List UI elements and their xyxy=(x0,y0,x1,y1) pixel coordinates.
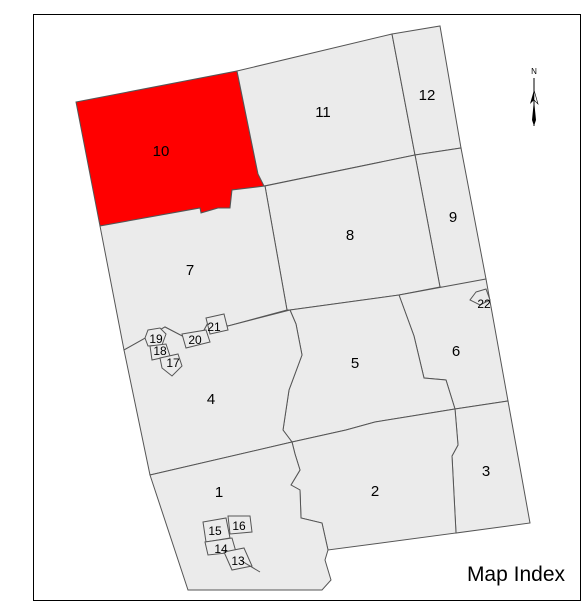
tile-16[interactable] xyxy=(227,515,253,535)
north-arrow-label: N xyxy=(531,67,537,76)
tile-label-17: 17 xyxy=(166,356,180,370)
tile-20[interactable] xyxy=(181,329,211,349)
tile-21[interactable] xyxy=(205,313,229,335)
map-title: Map Index xyxy=(466,563,565,586)
tile-label-11: 11 xyxy=(315,104,331,121)
tile-label-4: 4 xyxy=(207,391,215,408)
tile-label-9: 9 xyxy=(449,209,457,226)
road-line xyxy=(239,559,261,573)
tile-labels: 10 11 12 9 8 7 6 5 4 3 2 1 xyxy=(153,87,491,501)
tile-label-20: 20 xyxy=(188,333,202,347)
tile-label-21: 21 xyxy=(207,320,221,334)
tile-label-1: 1 xyxy=(215,484,223,501)
tile-label-22: 22 xyxy=(477,297,491,311)
tile-17[interactable] xyxy=(159,353,183,377)
tile-22[interactable] xyxy=(469,288,491,306)
tile-label-15: 15 xyxy=(208,524,222,538)
tile-label-19: 19 xyxy=(149,332,163,346)
tile-label-7: 7 xyxy=(186,262,194,279)
small-tiles-lower xyxy=(202,515,261,573)
small-tile-labels: 19 18 17 20 21 22 15 16 14 13 xyxy=(149,297,491,568)
tile-13[interactable] xyxy=(223,547,253,571)
tile-label-2: 2 xyxy=(371,483,379,500)
tiles-layer xyxy=(75,25,531,591)
tile-label-10: 10 xyxy=(153,143,170,160)
small-tiles-upper xyxy=(144,313,229,377)
tile-label-16: 16 xyxy=(232,519,246,533)
tile-3[interactable] xyxy=(451,400,531,534)
tile-label-13: 13 xyxy=(231,554,245,568)
tile-label-3: 3 xyxy=(482,463,490,480)
tile-label-5: 5 xyxy=(351,355,359,372)
tile-label-18: 18 xyxy=(153,344,167,358)
tile-label-6: 6 xyxy=(452,343,460,360)
tile-label-12: 12 xyxy=(419,87,436,104)
tile-label-14: 14 xyxy=(214,542,228,556)
north-arrow-icon: N xyxy=(530,67,539,126)
tile-label-8: 8 xyxy=(346,227,354,244)
